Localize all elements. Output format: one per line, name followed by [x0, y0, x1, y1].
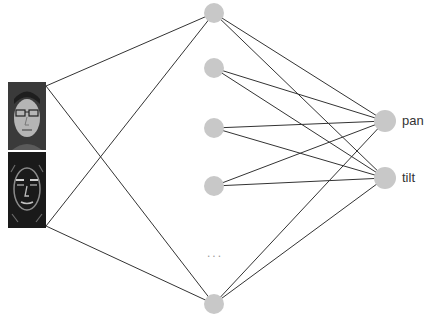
- weight-line: [214, 178, 385, 304]
- output-neuron: pan: [374, 110, 396, 132]
- glasses-lens: [16, 110, 25, 116]
- weight-line: [46, 13, 214, 226]
- edge-map-photo: [8, 152, 46, 228]
- output-label: tilt: [402, 170, 415, 186]
- hidden-neuron: [204, 118, 224, 138]
- weight-line: [214, 121, 385, 186]
- eye-edges: [17, 184, 37, 186]
- face-shape: [14, 99, 40, 137]
- shoulder-shape: [12, 144, 42, 150]
- output-neuron: tilt: [374, 167, 396, 189]
- glasses-bridge: [25, 112, 29, 113]
- weight-line: [214, 13, 385, 121]
- weight-line: [214, 121, 385, 128]
- weight-line: [46, 13, 214, 86]
- output-weights: [214, 13, 385, 304]
- face-photo: [8, 82, 46, 150]
- hair-shape: [14, 92, 40, 105]
- input-weights: [46, 13, 214, 304]
- hidden-layer: [204, 3, 224, 314]
- weight-line: [46, 226, 214, 304]
- mouth-shape: [22, 129, 32, 130]
- face-outline: [14, 168, 40, 210]
- weight-line: [214, 68, 385, 121]
- nose-shape: [25, 117, 29, 125]
- weight-line: [214, 178, 385, 186]
- ellipsis-mark: ...: [207, 246, 223, 260]
- photo-ground: [8, 152, 46, 228]
- hidden-neuron: [204, 176, 224, 196]
- mouth-edges: [21, 202, 33, 204]
- weight-line: [214, 68, 385, 178]
- weight-line: [214, 121, 385, 304]
- nose-edges: [25, 186, 29, 196]
- hidden-neuron: [204, 3, 224, 23]
- hidden-neuron: [204, 58, 224, 78]
- brow-edges: [16, 179, 38, 181]
- glasses-lens: [29, 110, 38, 116]
- output-label: pan: [402, 113, 424, 129]
- hidden-neuron: [204, 294, 224, 314]
- texture-edges: [11, 165, 43, 222]
- photo-ground: [8, 82, 46, 150]
